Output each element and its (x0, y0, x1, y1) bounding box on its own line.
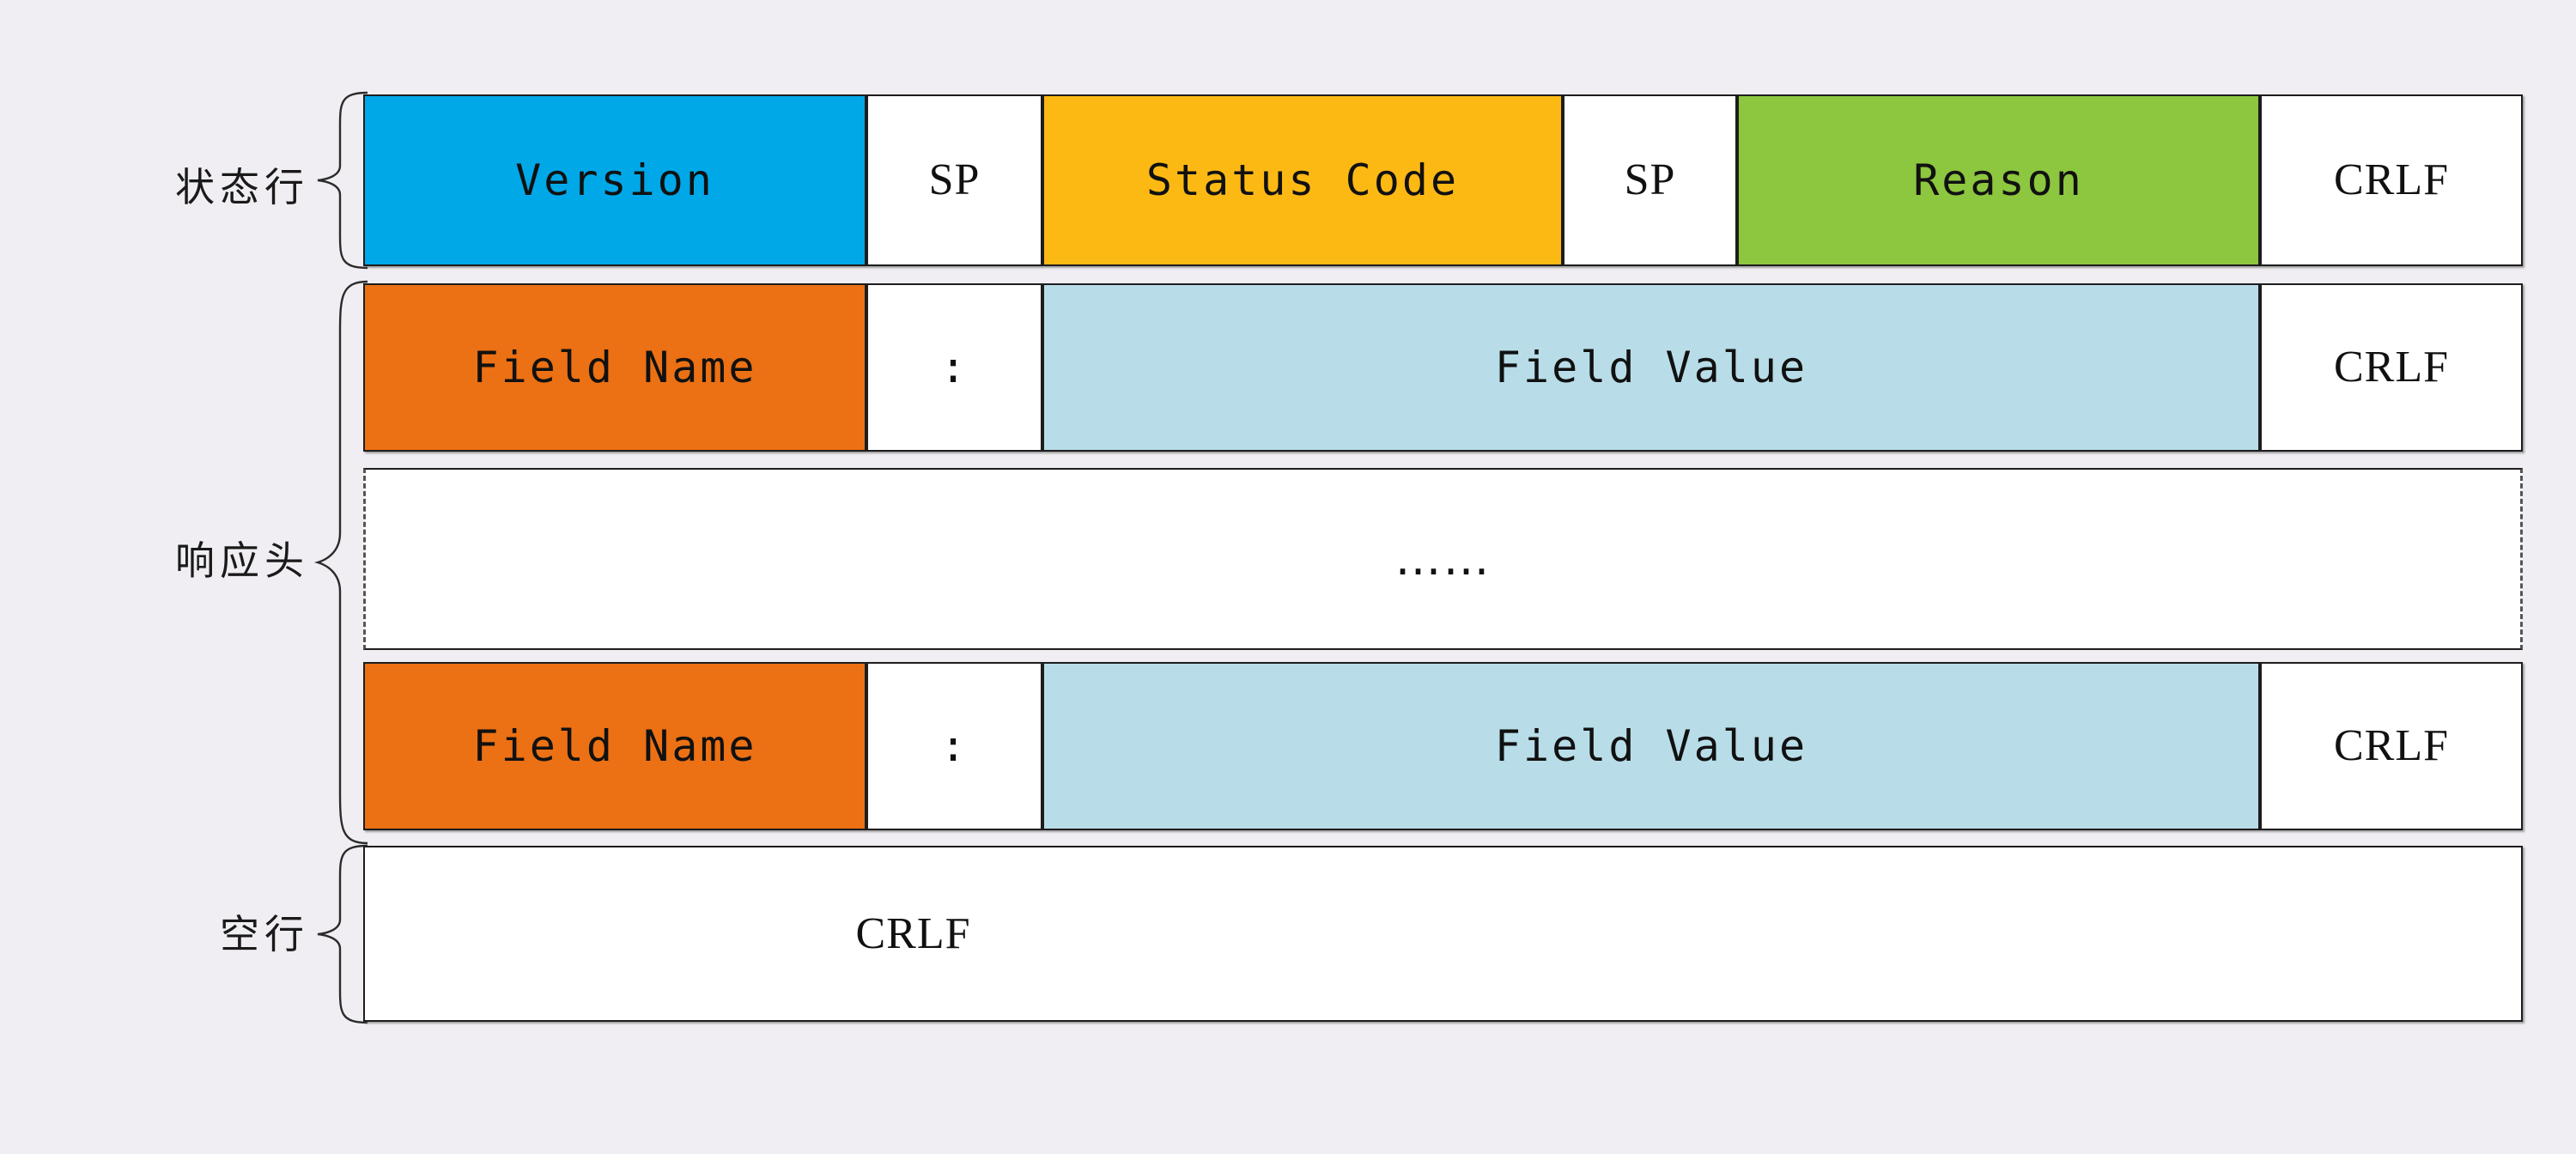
cell-crlf-4-label: CRLF (855, 908, 971, 958)
cell-crlf-2-label: CRLF (2333, 343, 2450, 392)
cell-colon-1[interactable]: : (866, 283, 1042, 452)
cell-sp-1-label: SP (928, 155, 981, 204)
cell-sp-2[interactable]: SP (1563, 94, 1737, 266)
cell-crlf-2[interactable]: CRLF (2260, 283, 2523, 452)
cell-reason-label: Reason (1913, 155, 2084, 205)
cell-field-value-1-label: Field Value (1494, 343, 1808, 392)
cell-crlf-3-label: CRLF (2333, 721, 2450, 770)
brace-response-headers (313, 280, 368, 845)
cell-ellipsis-label: …… (1394, 531, 1492, 586)
cell-version[interactable]: Version (363, 94, 866, 266)
cell-field-name-2-label: Field Name (472, 721, 757, 771)
cell-field-name-1[interactable]: Field Name (363, 283, 866, 452)
cell-reason[interactable]: Reason (1737, 94, 2260, 266)
brace-status-line (317, 91, 368, 270)
cell-ellipsis: …… (363, 468, 2523, 650)
label-response-headers: 响应头 (175, 538, 309, 584)
cell-colon-1-label: : (939, 343, 969, 392)
cell-crlf-1[interactable]: CRLF (2260, 94, 2523, 266)
label-status-line: 状态行 (175, 164, 309, 210)
cell-field-name-2[interactable]: Field Name (363, 662, 866, 830)
cell-sp-2-label: SP (1624, 155, 1676, 204)
cell-field-value-2[interactable]: Field Value (1042, 662, 2260, 830)
cell-field-value-1[interactable]: Field Value (1042, 283, 2260, 452)
cell-field-name-1-label: Field Name (472, 343, 757, 392)
cell-sp-1[interactable]: SP (866, 94, 1042, 266)
brace-blank-line (317, 844, 368, 1024)
cell-colon-2-label: : (939, 721, 969, 771)
cell-crlf-1-label: CRLF (2333, 155, 2450, 204)
cell-crlf-3[interactable]: CRLF (2260, 662, 2523, 830)
label-blank-line: 空行 (220, 911, 309, 957)
cell-colon-2[interactable]: : (866, 662, 1042, 830)
cell-status-code[interactable]: Status Code (1042, 94, 1563, 266)
cell-crlf-4[interactable]: CRLF (363, 846, 2523, 1022)
cell-version-label: Version (515, 155, 714, 205)
cell-status-code-label: Status Code (1145, 155, 1460, 205)
cell-field-value-2-label: Field Value (1494, 721, 1808, 771)
